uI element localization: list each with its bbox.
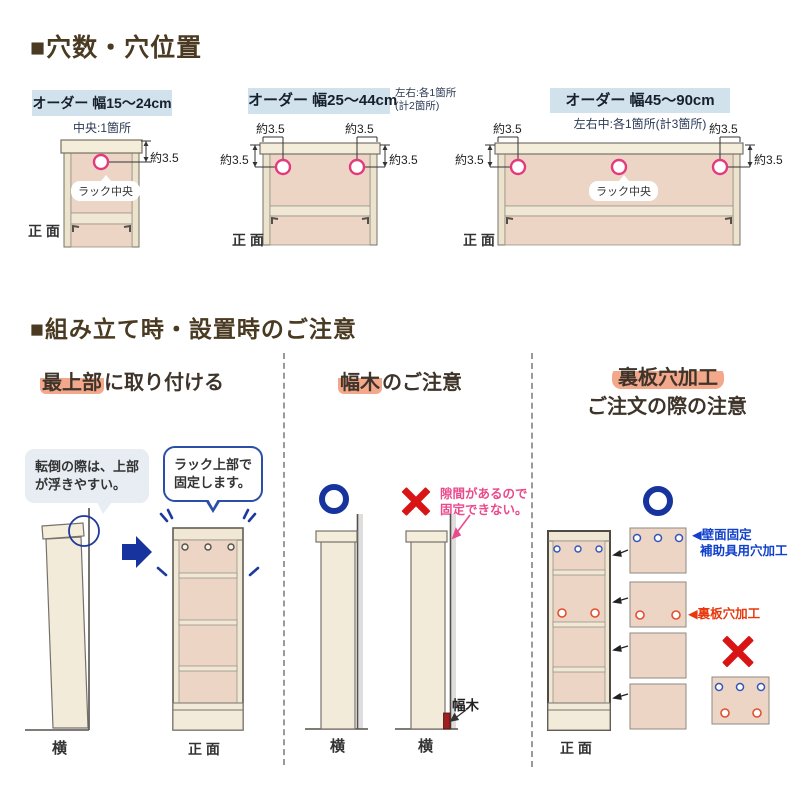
gap-arrow-icon	[451, 514, 471, 540]
panel3-dim-topleft: 約3.5	[493, 122, 522, 136]
col2-warning: 隙間があるので 固定できない。	[440, 486, 528, 518]
col1-front-label: 正 面	[188, 741, 220, 757]
panel1-header: オーダー 幅15〜24cm	[32, 90, 172, 116]
col3-front-label: 正 面	[560, 740, 592, 756]
col2-heading-highlight: 幅木	[338, 372, 382, 394]
col1-tip-line2: が浮きやすい。	[35, 477, 127, 492]
col1-fix-line1: ラック上部で	[174, 457, 253, 472]
col1-heading: 最上部に取り付ける	[40, 366, 224, 395]
column-divider-1	[283, 353, 285, 765]
panel2-dim-right: 約3.5	[389, 153, 418, 167]
emphasis-marks-icon	[156, 508, 260, 577]
panel1-note: 中央:1箇所	[72, 121, 131, 135]
panel1-front-label: 正 面	[28, 223, 60, 239]
panel3-header: オーダー 幅45〜90cm	[550, 88, 730, 113]
panel3-rack-center-label: ラック中央	[589, 175, 658, 201]
col2-baseboard-label: 幅木	[452, 698, 479, 713]
col2-heading: 幅木のご注意	[338, 366, 462, 395]
panel3-note: 左右中:各1箇所(計3箇所)	[573, 117, 707, 131]
col3-wall-fix-label: ◀壁面固定 補助具用穴加工	[692, 527, 788, 559]
col3-wall-fix-line1: ◀壁面固定	[692, 528, 752, 542]
panel2-cabinet-drawing	[250, 136, 390, 246]
panel2-dim-topright: 約3.5	[345, 122, 374, 136]
col1-fix-bubble: ラック上部で 固定します。	[163, 446, 264, 513]
ok-circle-icon	[319, 484, 349, 514]
col1-side-label: 横	[52, 740, 68, 757]
col2-warning-line1: 隙間があるので	[440, 487, 528, 501]
section-assembly-title: ■組み立て時・設置時のご注意	[30, 316, 357, 342]
section-holes-title: ■穴数・穴位置	[30, 34, 203, 62]
col2-drawing	[305, 514, 471, 730]
col1-tip-line1: 転倒の際は、上部	[35, 459, 140, 474]
col1-drawing	[25, 508, 260, 731]
col3-wall-fix-line2: 補助具用穴加工	[700, 544, 788, 558]
col3-heading-line2: ご注文の際の注意	[587, 396, 747, 418]
column-divider-2	[531, 353, 533, 767]
panel2-dim-left: 約3.5	[220, 153, 249, 167]
baseboard-arrow-icon	[449, 709, 467, 722]
baseboard-shape	[443, 712, 451, 730]
arrow-right-icon	[122, 536, 152, 568]
col3-back-hole-label: ◀裏板穴加工	[688, 607, 761, 621]
panel2-note-line1: 左右:各1箇所	[395, 87, 457, 99]
panel3-front-label: 正 面	[463, 232, 495, 248]
col1-tip-bubble: 転倒の際は、上部 が浮きやすい。	[25, 449, 150, 514]
ng-cross-icon	[719, 632, 757, 670]
panel-arrows-icon	[612, 549, 629, 700]
panel2-dim-topleft: 約3.5	[256, 122, 285, 136]
panel3-dim-right: 約3.5	[754, 153, 783, 167]
panel3-dim-left: 約3.5	[455, 153, 484, 167]
col2-side-label-bad: 横	[418, 738, 434, 755]
wrong-panel	[711, 676, 770, 725]
ok-circle-icon	[643, 486, 673, 516]
panel2-front-label: 正 面	[232, 232, 264, 248]
gap-highlight-circle-icon	[68, 515, 100, 547]
panel1-dim-right: 約3.5	[150, 151, 179, 165]
col1-heading-rest: に取り付ける	[104, 372, 224, 394]
back-panels	[629, 527, 687, 730]
col3-heading-line1: 裏板穴加工	[612, 361, 724, 390]
panel1-cabinet-drawing	[60, 139, 151, 248]
col3-heading-highlight: 裏板穴加工	[612, 367, 724, 389]
col2-warning-line2: 固定できない。	[440, 503, 528, 517]
panel2-note-line2: (計2箇所)	[395, 100, 440, 112]
col2-heading-rest: のご注意	[382, 372, 462, 394]
col1-fix-line2: 固定します。	[174, 475, 251, 490]
panel1-rack-center-label: ラック中央	[71, 175, 140, 201]
col1-heading-highlight: 最上部	[40, 372, 104, 394]
panel3-dim-topright: 約3.5	[709, 122, 738, 136]
col3-drawing	[547, 527, 770, 731]
col2-side-label-good: 横	[330, 738, 346, 755]
panel2-header: オーダー 幅25〜44cm	[248, 88, 397, 114]
